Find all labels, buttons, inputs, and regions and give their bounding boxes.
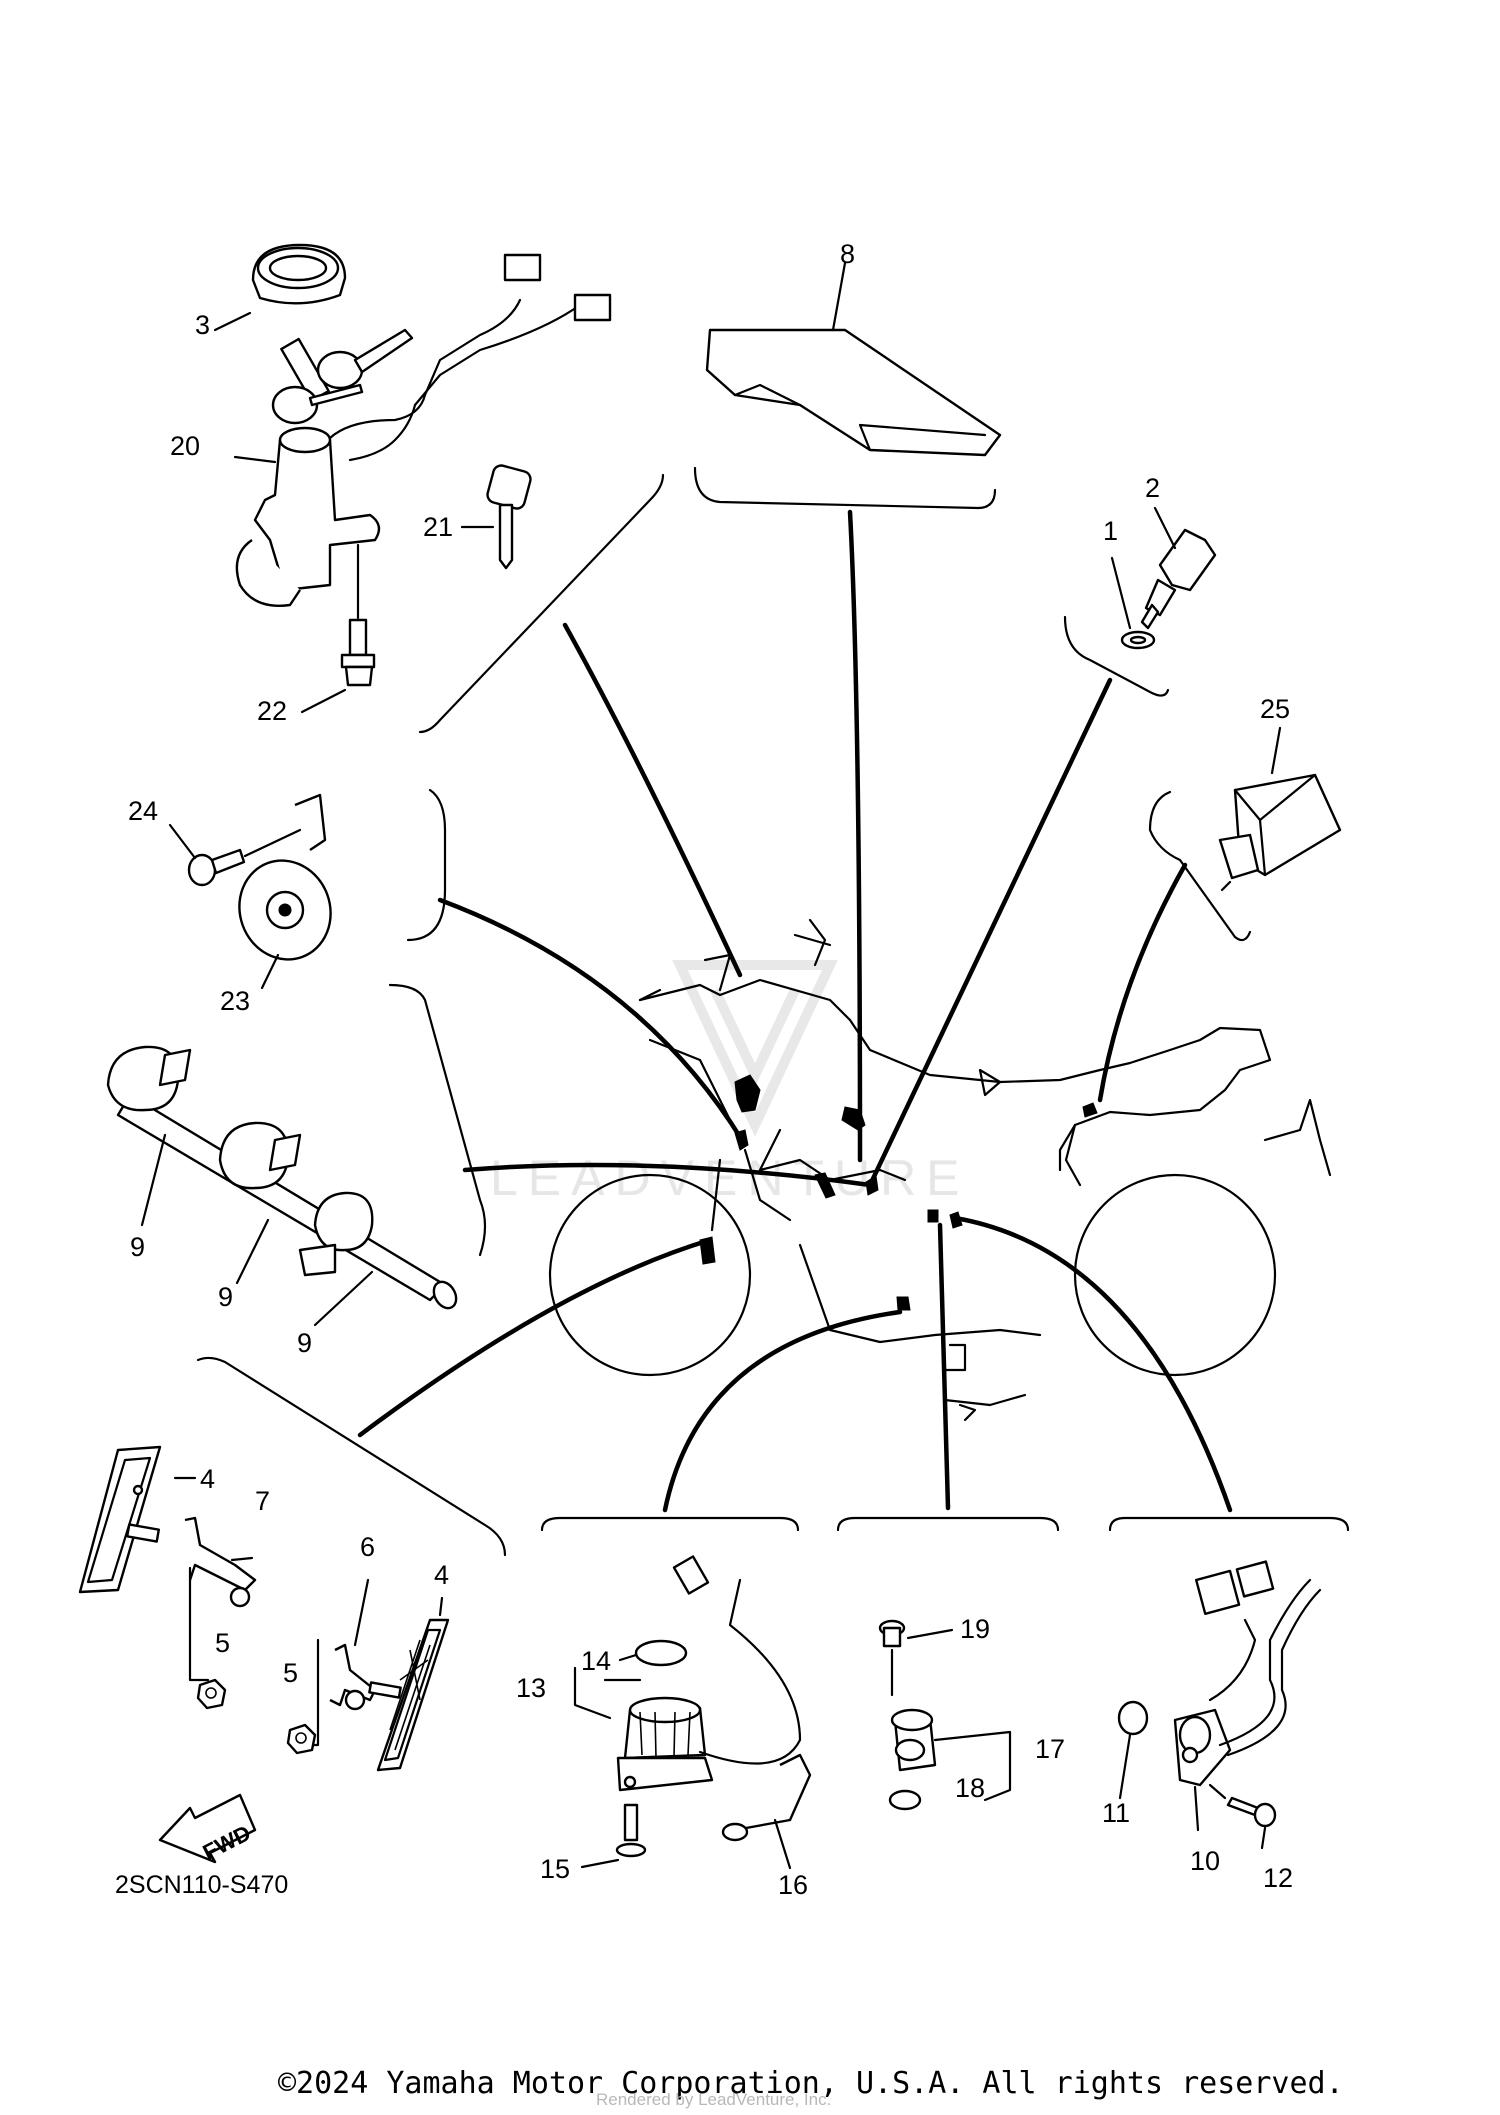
callout-5-left: 5 <box>215 1628 230 1658</box>
key-part-21 <box>460 464 532 570</box>
callout-19: 19 <box>960 1614 990 1644</box>
key-cover-part-3 <box>213 243 347 332</box>
callout-10: 10 <box>1190 1846 1220 1876</box>
callout-12: 12 <box>1263 1863 1293 1893</box>
callout-24: 24 <box>128 796 158 826</box>
handlebar-switch-part-9 <box>106 1045 458 1327</box>
callout-25: 25 <box>1260 694 1290 724</box>
callout-8: 8 <box>840 239 855 269</box>
callout-9-c: 9 <box>297 1328 312 1358</box>
gasket-part-1 <box>1110 556 1156 650</box>
bolt-part-24 <box>168 823 302 887</box>
bolt-part-12 <box>1208 1783 1277 1850</box>
o-ring-part-18 <box>888 1789 922 1811</box>
relay-part-25 <box>1218 726 1342 892</box>
callout-15: 15 <box>540 1854 570 1884</box>
callout-23: 23 <box>220 986 250 1016</box>
o-ring-part-11 <box>1117 1700 1149 1800</box>
diagram-code: 2SCN110-S470 <box>115 1871 288 1899</box>
callout-labels: 1 2 3 4 4 5 5 6 7 8 9 9 9 10 11 12 13 14… <box>128 239 1293 1900</box>
callout-18: 18 <box>955 1773 985 1803</box>
watermark-logo <box>672 960 838 1137</box>
bolt-part-22 <box>300 543 376 714</box>
callout-22: 22 <box>257 696 287 726</box>
callout-17: 17 <box>1035 1734 1065 1764</box>
main-switch-part-20 <box>233 253 612 607</box>
callout-4-right: 4 <box>434 1560 449 1590</box>
callout-13: 13 <box>516 1673 546 1703</box>
rendered-by-credit: Rendered by LeadVenture, Inc. <box>596 2090 832 2109</box>
callout-5-right: 5 <box>283 1658 298 1688</box>
callout-3: 3 <box>195 310 210 340</box>
bracket-part-7 <box>125 1516 257 1682</box>
nut-part-5-left <box>196 1678 227 1710</box>
reflector-part-4-right <box>376 1596 450 1772</box>
sensor-part-2 <box>1140 506 1217 630</box>
callout-6: 6 <box>360 1532 375 1562</box>
callout-9-b: 9 <box>218 1282 233 1312</box>
nut-part-5-right <box>286 1723 317 1755</box>
bolt-part-15 <box>580 1803 647 1869</box>
callout-2: 2 <box>1145 473 1160 503</box>
o-ring-part-14 <box>618 1639 688 1667</box>
callout-16: 16 <box>778 1870 808 1900</box>
callout-4-left: 4 <box>200 1464 215 1494</box>
fwd-arrow: FWD <box>158 1793 257 1865</box>
ecu-part-8 <box>705 261 1002 457</box>
callout-7: 7 <box>255 1486 270 1516</box>
sensor-part-10 <box>1173 1560 1322 1832</box>
bracket-part-6 <box>303 1578 402 1747</box>
callout-20: 20 <box>170 431 200 461</box>
copyright-notice: ©2024 Yamaha Motor Corporation, U.S.A. A… <box>278 2066 1344 2101</box>
reflector-part-4-left <box>78 1445 197 1594</box>
sensor-part-17 <box>890 1708 1012 1802</box>
bracket-part-16 <box>721 1753 812 1870</box>
callout-21: 21 <box>423 512 453 542</box>
callout-11: 11 <box>1102 1798 1130 1828</box>
horn-part-23 <box>238 793 332 990</box>
callout-9-a: 9 <box>130 1232 145 1262</box>
callout-1: 1 <box>1103 516 1118 546</box>
group-brackets <box>196 466 1350 1557</box>
bolt-part-19 <box>878 1619 954 1697</box>
callout-14: 14 <box>581 1646 611 1676</box>
switch-part-13 <box>573 1555 802 1792</box>
